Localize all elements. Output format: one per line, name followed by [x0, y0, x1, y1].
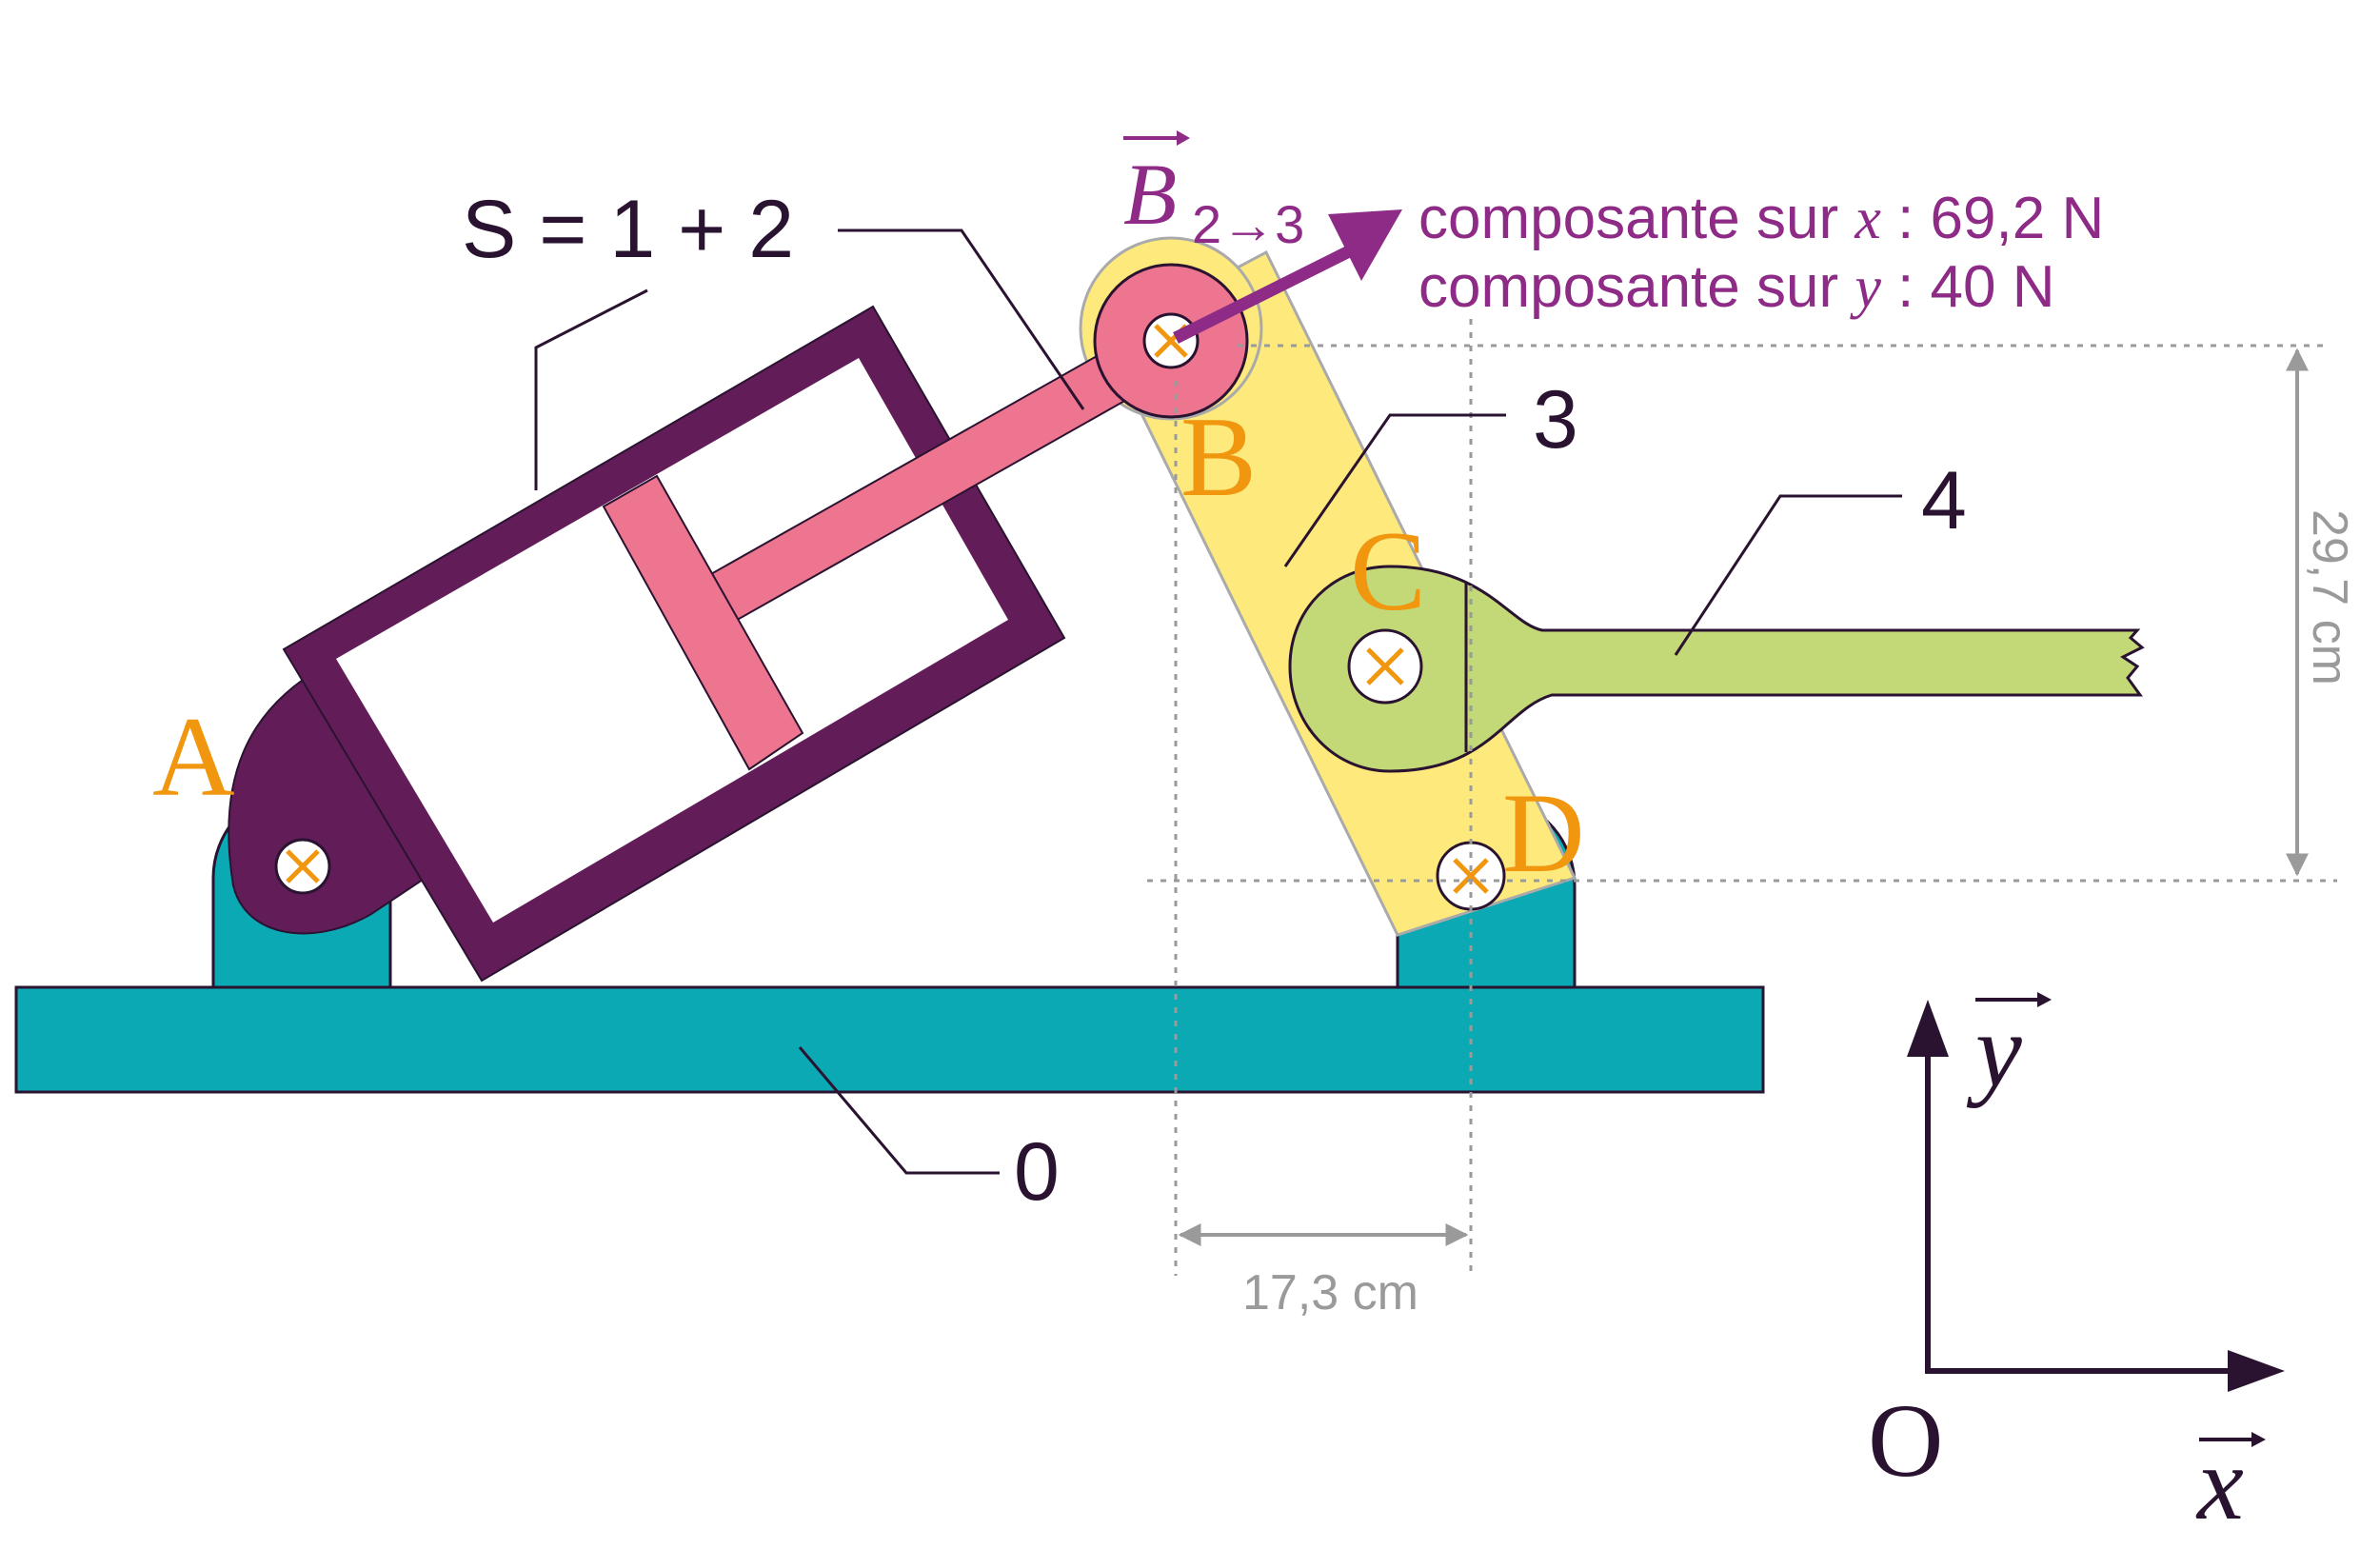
label-point-d: D — [1502, 769, 1585, 896]
cylinder-inner — [336, 358, 1008, 923]
pivot-d-cross-icon — [1453, 858, 1489, 894]
ground-bar — [14, 985, 1765, 1094]
label-system: S = 1 + 2 — [462, 184, 794, 275]
force-vector-arrow-icon — [1177, 130, 1190, 146]
coordinate-axes: O y x — [1868, 992, 2285, 1541]
force-b-arrow — [1173, 209, 1402, 344]
dimension-vertical-label: 29,7 cm — [2302, 509, 2357, 685]
axis-x-vector-arrow-icon — [2251, 1432, 2266, 1447]
leader-0 — [798, 1046, 1000, 1175]
axis-x-arrow-icon — [2228, 1350, 2285, 1392]
force-component-y-value: : 40 N — [1881, 254, 2055, 320]
arm-4 — [1288, 565, 2145, 773]
label-point-a: A — [152, 693, 235, 820]
force-component-x-axis: x — [1854, 187, 1881, 251]
leader-3 — [1283, 413, 1506, 567]
force-component-x: composante sur x : 69,2 N — [1418, 186, 2104, 251]
leader-4 — [1674, 494, 1902, 656]
axis-y-label: y — [1966, 992, 2022, 1108]
axis-x-label: x — [2195, 1425, 2244, 1541]
force-label: B 2→3 — [1123, 130, 1304, 254]
force-name: B — [1123, 146, 1177, 243]
axis-y-vector-arrow-icon — [2037, 992, 2052, 1007]
origin-label: O — [1868, 1382, 1943, 1499]
label-part-3: 3 — [1533, 374, 1578, 466]
pivot-a — [274, 838, 331, 895]
leader-s-rod — [838, 228, 1085, 410]
pivot-a-cross-icon — [286, 849, 320, 884]
leader-s-body — [534, 288, 648, 490]
force-component-x-prefix: composante sur — [1418, 186, 1854, 251]
dimension-horizontal-label: 17,3 cm — [1242, 1265, 1418, 1321]
pivot-c — [1347, 628, 1423, 705]
force-arrow-shaft — [1173, 242, 1359, 344]
label-point-b: B — [1180, 393, 1257, 520]
dimension-guides — [1147, 319, 2337, 1276]
force-component-y: composante sur y : 40 N — [1418, 254, 2055, 320]
cylinder-body-1 — [228, 305, 1066, 983]
force-component-x-value: : 69,2 N — [1881, 186, 2104, 251]
piston-head — [602, 474, 804, 771]
force-component-y-axis: y — [1849, 255, 1881, 320]
pivot-b — [1142, 312, 1200, 369]
force-arrow-head-icon — [1328, 209, 1402, 281]
label-point-c: C — [1350, 507, 1426, 634]
label-part-4: 4 — [1921, 455, 1967, 546]
force-component-y-prefix: composante sur — [1418, 254, 1854, 320]
arm-4-shape — [1288, 565, 2145, 773]
pivot-c-cross-icon — [1366, 647, 1404, 685]
force-subscript: 2→3 — [1192, 194, 1304, 254]
label-part-0: 0 — [1014, 1126, 1060, 1218]
leader-lines — [534, 228, 1902, 1175]
axis-y-arrow-icon — [1907, 1000, 1949, 1057]
